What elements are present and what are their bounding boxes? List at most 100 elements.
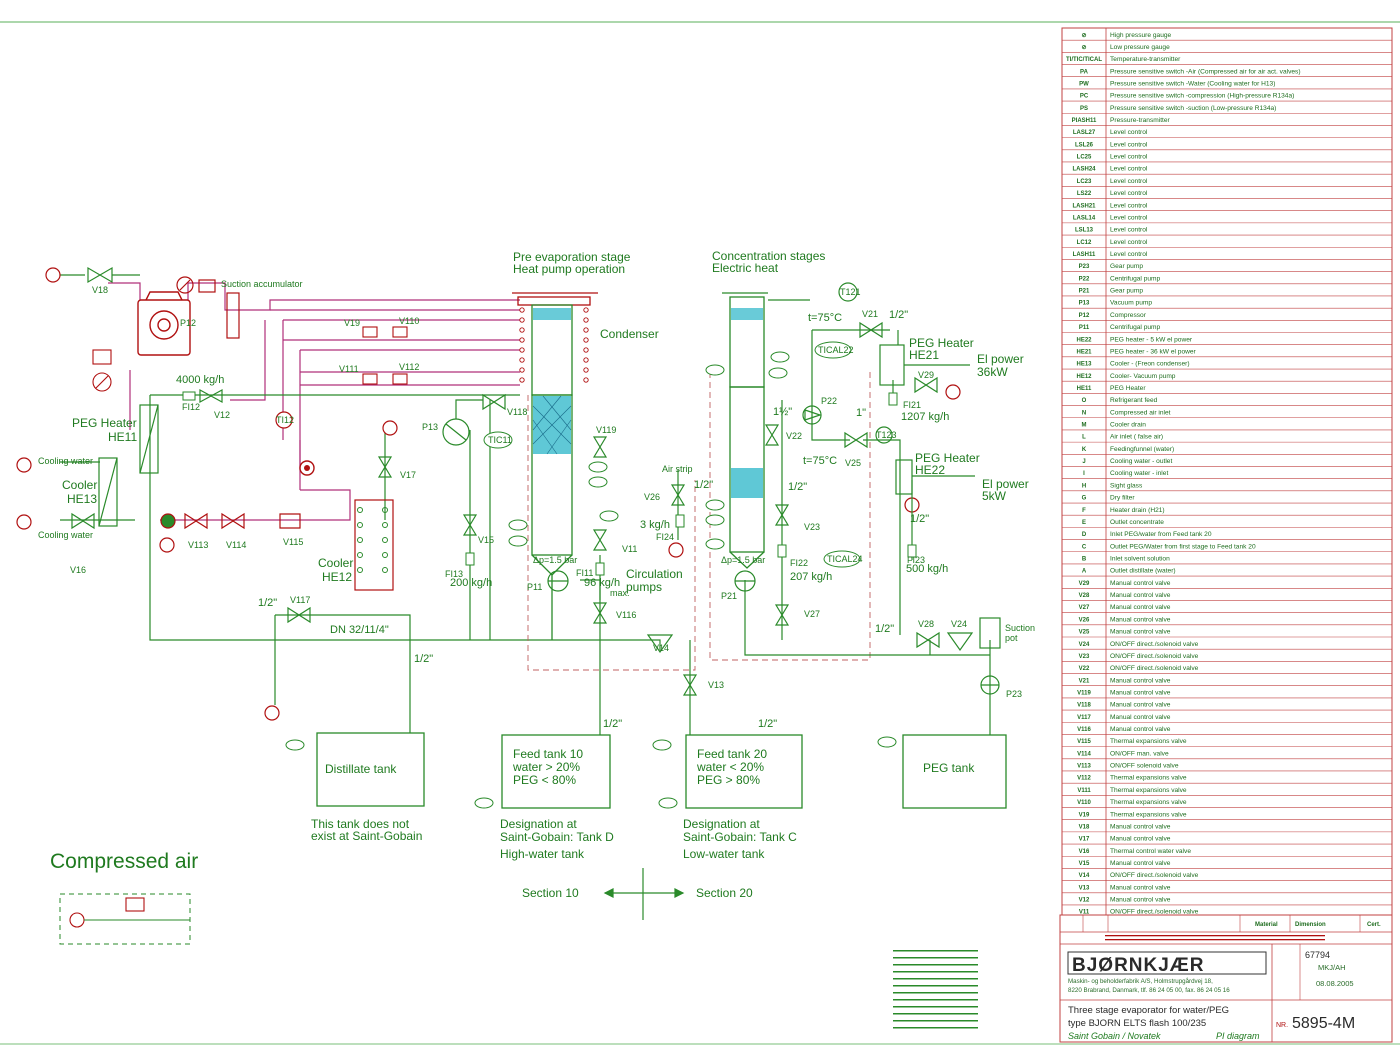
legend-description: ON/OFF direct./solenoid valve (1110, 872, 1199, 879)
drawing-client: Saint Gobain / Novatek (1068, 1031, 1161, 1041)
legend-description: Air inlet ( false air) (1110, 434, 1163, 441)
legend-code: P11 (1079, 325, 1090, 331)
cooling-water-label-2: Cooling water (38, 530, 93, 540)
tag-p13: P13 (422, 422, 438, 432)
legend-description: Feedingfunnel (water) (1110, 446, 1174, 453)
legend-description: Thermal control water valve (1110, 848, 1191, 855)
tag-ti12: TI12 (276, 415, 294, 425)
tag-v111: V111 (339, 364, 359, 374)
legend-code: V116 (1077, 727, 1091, 733)
legend-description: Sight glass (1110, 482, 1143, 489)
heat-exchangers-left (98, 404, 394, 591)
tag-v14: V14 (653, 643, 669, 653)
legend-code: HE13 (1076, 362, 1092, 368)
tag-v11: V11 (622, 544, 637, 554)
legend-description: ON/OFF man. valve (1110, 750, 1169, 757)
legend-description: Inlet PEG/water from Feed tank 20 (1110, 531, 1212, 538)
legend-description: Level control (1110, 178, 1148, 185)
legend-description: Compressor (1110, 312, 1147, 319)
legend-description: Outlet distillate (water) (1110, 568, 1176, 575)
legend-description: Manual control valve (1110, 689, 1171, 696)
legend-code: V18 (1079, 824, 1090, 830)
legend-description: Level control (1110, 202, 1148, 209)
tag-v22: V22 (786, 431, 802, 441)
legend-code: K (1082, 447, 1087, 453)
legend-description: ON/OFF direct./solenoid valve (1110, 909, 1199, 916)
tag-v17: V17 (400, 470, 416, 480)
flow-max-label: max. (610, 588, 630, 598)
tag-t121: T121 (840, 287, 861, 297)
legend-code: V19 (1079, 812, 1090, 818)
legend-description: ON/OFF solenoid valve (1110, 763, 1179, 770)
suction-accumulator (176, 276, 240, 339)
feed10-label-1: Feed tank 10 (513, 747, 583, 761)
legend-description: Outlet PEG/Water from first stage to Fee… (1110, 543, 1256, 550)
tag-v27: V27 (804, 609, 820, 619)
one-inch-label: 1" (856, 407, 866, 419)
legend-description: Centrifugal pump (1110, 324, 1161, 331)
legend-code: A (1082, 569, 1087, 575)
legend-description: Manual control valve (1110, 592, 1171, 599)
dn-label: DN 32/11/4" (330, 624, 389, 636)
legend-code: LS22 (1077, 191, 1092, 197)
dp-label-1: Δp=1.5 bar (533, 555, 577, 565)
legend-description: Manual control valve (1110, 580, 1171, 587)
drawing-date: 08.08.2005 (1316, 979, 1354, 988)
half-inch-label-9: 1/2" (694, 479, 713, 491)
legend-code: P22 (1079, 276, 1090, 282)
legend-description: Refrigerant feed (1110, 397, 1158, 404)
legend-description: Cooler - (Freon condenser) (1110, 361, 1190, 368)
tag-v12: V12 (214, 410, 230, 420)
tag-tic11: TIC11 (488, 435, 512, 445)
legend-code: P13 (1079, 301, 1090, 307)
tag-v118: V118 (507, 407, 527, 417)
legend-code: D (1082, 532, 1087, 538)
legend-description: Manual control valve (1110, 823, 1171, 830)
tag-p21: P21 (721, 591, 737, 601)
el-power-5-label-2: 5kW (982, 489, 1007, 503)
legend-code: V29 (1079, 581, 1090, 587)
legend-code: V13 (1079, 885, 1090, 891)
half-inch-label-7: 1/2" (889, 309, 908, 321)
distillate-note-2: exist at Saint-Gobain (311, 829, 422, 843)
legend-description: Level control (1110, 129, 1148, 136)
tag-v15: V15 (478, 535, 494, 545)
half-inch-label-6: 1/2" (910, 513, 929, 525)
revision-notes (893, 950, 978, 1029)
legend-description: PEG heater - 36 kW el power (1110, 348, 1197, 355)
peg-heater-he21-label-2: HE21 (909, 348, 939, 362)
legend-code: V112 (1077, 776, 1091, 782)
drawing-number: 5895-4M (1292, 1015, 1355, 1032)
legend-code: V23 (1079, 654, 1090, 660)
legend-code: V21 (1079, 678, 1090, 684)
tag-v119: V119 (596, 425, 616, 435)
flow-3-label: 3 kg/h (640, 519, 670, 531)
company-address-1: Maskin- og beholderfabrik A/S, Holmstrup… (1068, 978, 1213, 985)
distillate-note-1: This tank does not (311, 817, 410, 831)
legend-description: Thermal expansions valve (1110, 775, 1187, 782)
labels: Pre evaporation stage Heat pump operatio… (38, 249, 1035, 900)
condenser-coils (519, 307, 589, 383)
legend-code: E (1082, 520, 1086, 526)
circulation-label-1: Circulation (626, 567, 683, 581)
legend-description: Manual control valve (1110, 836, 1171, 843)
air-strip-label: Air strip (662, 464, 693, 474)
packing-main-20 (731, 468, 763, 498)
legend-code: LC25 (1077, 155, 1092, 161)
valves-left (71, 266, 506, 624)
legend-description: Temperature-transmitter (1110, 56, 1181, 63)
legend-code: LASH11 (1073, 252, 1096, 258)
legend-code: V26 (1079, 617, 1090, 623)
half-inch-label-2: 1/2" (414, 653, 433, 665)
legend-description: Level control (1110, 239, 1148, 246)
drawn-by: MKJ/AH (1318, 963, 1346, 972)
pressure-gauges (92, 349, 112, 392)
drawing-number-top: 67794 (1305, 950, 1330, 960)
suction-pot-label-2: pot (1005, 633, 1018, 643)
legend-description: Pressure sensitive switch -Air (Compress… (1110, 68, 1301, 75)
legend-code: V17 (1079, 837, 1090, 843)
sight-glass-red-dot (304, 465, 310, 471)
legend-description: Low pressure gauge (1110, 44, 1170, 51)
half-inch-label-5: 1/2" (875, 623, 894, 635)
peg-heater-he21-label-1: PEG Heater (909, 336, 974, 350)
